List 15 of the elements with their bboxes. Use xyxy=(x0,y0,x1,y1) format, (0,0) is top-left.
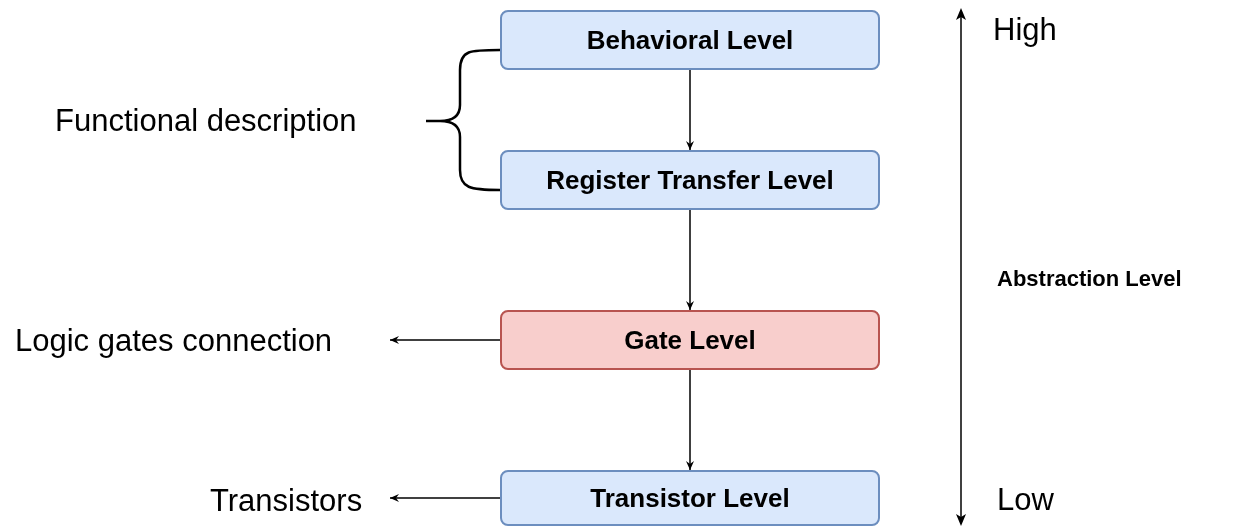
arrow xyxy=(686,369,694,471)
axis-label: Abstraction Level xyxy=(997,266,1182,292)
process-box: Gate Level xyxy=(500,310,880,370)
description-text: Logic gates connection xyxy=(15,320,390,362)
arrow xyxy=(686,69,694,151)
arrow xyxy=(389,494,501,502)
process-box: Register Transfer Level xyxy=(500,150,880,210)
level-label: High xyxy=(993,12,1057,48)
description-text: Transistors xyxy=(210,480,390,522)
arrow xyxy=(686,209,694,311)
level-label: Low xyxy=(997,482,1054,518)
process-box: Transistor Level xyxy=(500,470,880,526)
process-box: Behavioral Level xyxy=(500,10,880,70)
arrow xyxy=(389,336,501,344)
description-text: Functional description xyxy=(55,100,410,142)
